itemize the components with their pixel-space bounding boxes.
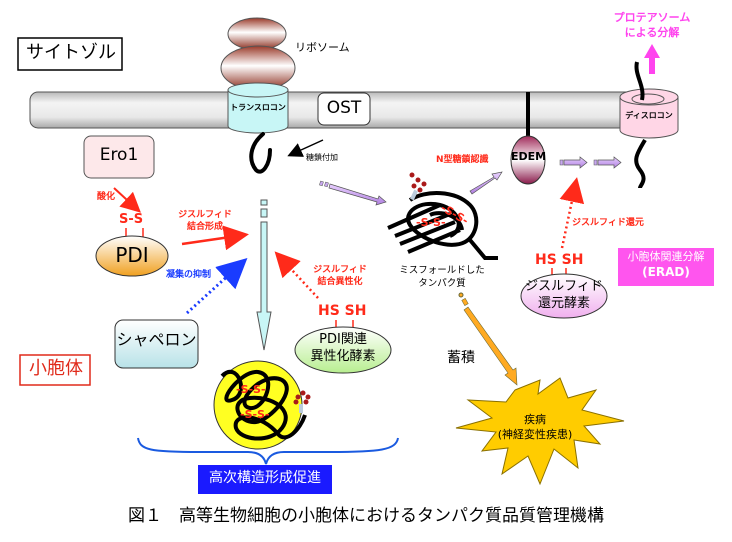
exported-chain [634,61,645,101]
edem [510,135,546,185]
er-label-box [19,354,91,386]
disulfide-reduction-arrow [559,177,585,249]
ribosome-small-subunit [227,17,287,51]
accumulation-arrow [458,292,518,386]
folding-promotion-badge [198,465,332,494]
pdi-family-label-line1: PDI関連 [319,332,367,347]
retrotranslocating-chain [634,138,647,189]
accumulation-label: 蓄積 [447,350,475,366]
erad-badge-line2: (ERAD) [642,265,690,279]
n-glycan-recognition-arrow [469,171,503,195]
oxidation-arrow [113,187,141,213]
pdi-bond-label: S-S [119,212,144,227]
ss-bond-mark-1: -S-S- [236,383,266,396]
cytosol-label-box [17,37,123,71]
disease-label-line2: (神経変性疾患) [497,428,573,441]
ero1-box [83,135,155,179]
disulfide-formation-label-line2: 結合形成 [186,222,223,232]
er-label: 小胞体 [29,358,83,379]
disease-label-line1: 疾病 [524,413,546,426]
disulfide-isomerization-label-line1: ジスルフィド [313,265,367,275]
ero1-label: Ero1 [99,145,139,165]
edem-label: EDEM [511,150,547,163]
translocon-label: トランスロコン [230,103,286,112]
to-misfolded-arrow [319,180,387,206]
translocon [227,82,289,134]
pdi-label: PDI [115,243,149,267]
dislocon [619,88,679,139]
folded-protein: -S-S- -S-S- [213,360,311,450]
aggregation-suppression-label: 凝集の抑制 [166,270,212,280]
reductase-label-line2: 還元酵素 [537,296,590,311]
glycosylation-label: 糖鎖付加 [306,153,338,162]
disulfide-reduction-label: ジスルフィド還元 [572,218,644,228]
reductase-thiol-label: HS SH [535,252,584,268]
ost-complex [317,92,371,126]
folding-pathway-arrow [256,199,272,351]
chaperone-box [114,319,199,369]
proteasome-label-line2: による分解 [624,26,680,39]
ss-bond-mark-4: -S-S- [416,216,446,229]
n-glycan-recognition-label: N型糖鎖認識 [436,155,489,165]
misfolded-label-line2: タンパク質 [418,278,466,289]
to-dislocon-arrows [559,156,622,169]
ribosome-label: リボソーム [295,41,350,54]
reductase-label-line1: ジスルフィド [525,279,603,294]
pdi-family-isomerase [294,326,392,374]
pdi-family-label-line2: 異性化酵素 [310,349,376,364]
dislocon-label: ディスロコン [625,111,673,120]
glycosylation-arrow [287,139,324,157]
disulfide-isomerization-label-line2: 結合異性化 [317,277,363,287]
ost-label: OST [326,98,362,118]
ss-bond-mark-2: -S-S- [240,408,270,421]
chaperone-label: シャペロン [116,330,197,349]
disulfide-reductase [520,273,608,319]
misfolded-label-line1: ミスフォールドした [399,265,485,276]
folding-promotion-label: 高次構造形成促進 [209,470,321,486]
pdi-family-thiol-label: HS SH [318,303,367,319]
figure-caption: 図１ 高等生物細胞の小胞体におけるタンパク質品質管理機構 [128,506,604,526]
misfolded-protein: -S-S- -S-S- [387,172,498,260]
proteasome-label-line1: プロテアソーム [613,11,691,24]
erad-badge-line1: 小胞体関連分解 [627,250,705,263]
disease-starburst [455,377,625,486]
pdi-enzyme [95,235,169,277]
proteasome-arrow [644,44,660,74]
disulfide-formation-arrow [181,225,249,251]
disulfide-formation-label-line1: ジスルフィド [178,210,232,220]
oxidation-label: 酸化 [97,192,116,202]
cytosol-label: サイトゾル [26,42,116,63]
nascent-chain [249,132,272,174]
folding-brace [137,437,399,465]
erad-badge [618,248,714,286]
